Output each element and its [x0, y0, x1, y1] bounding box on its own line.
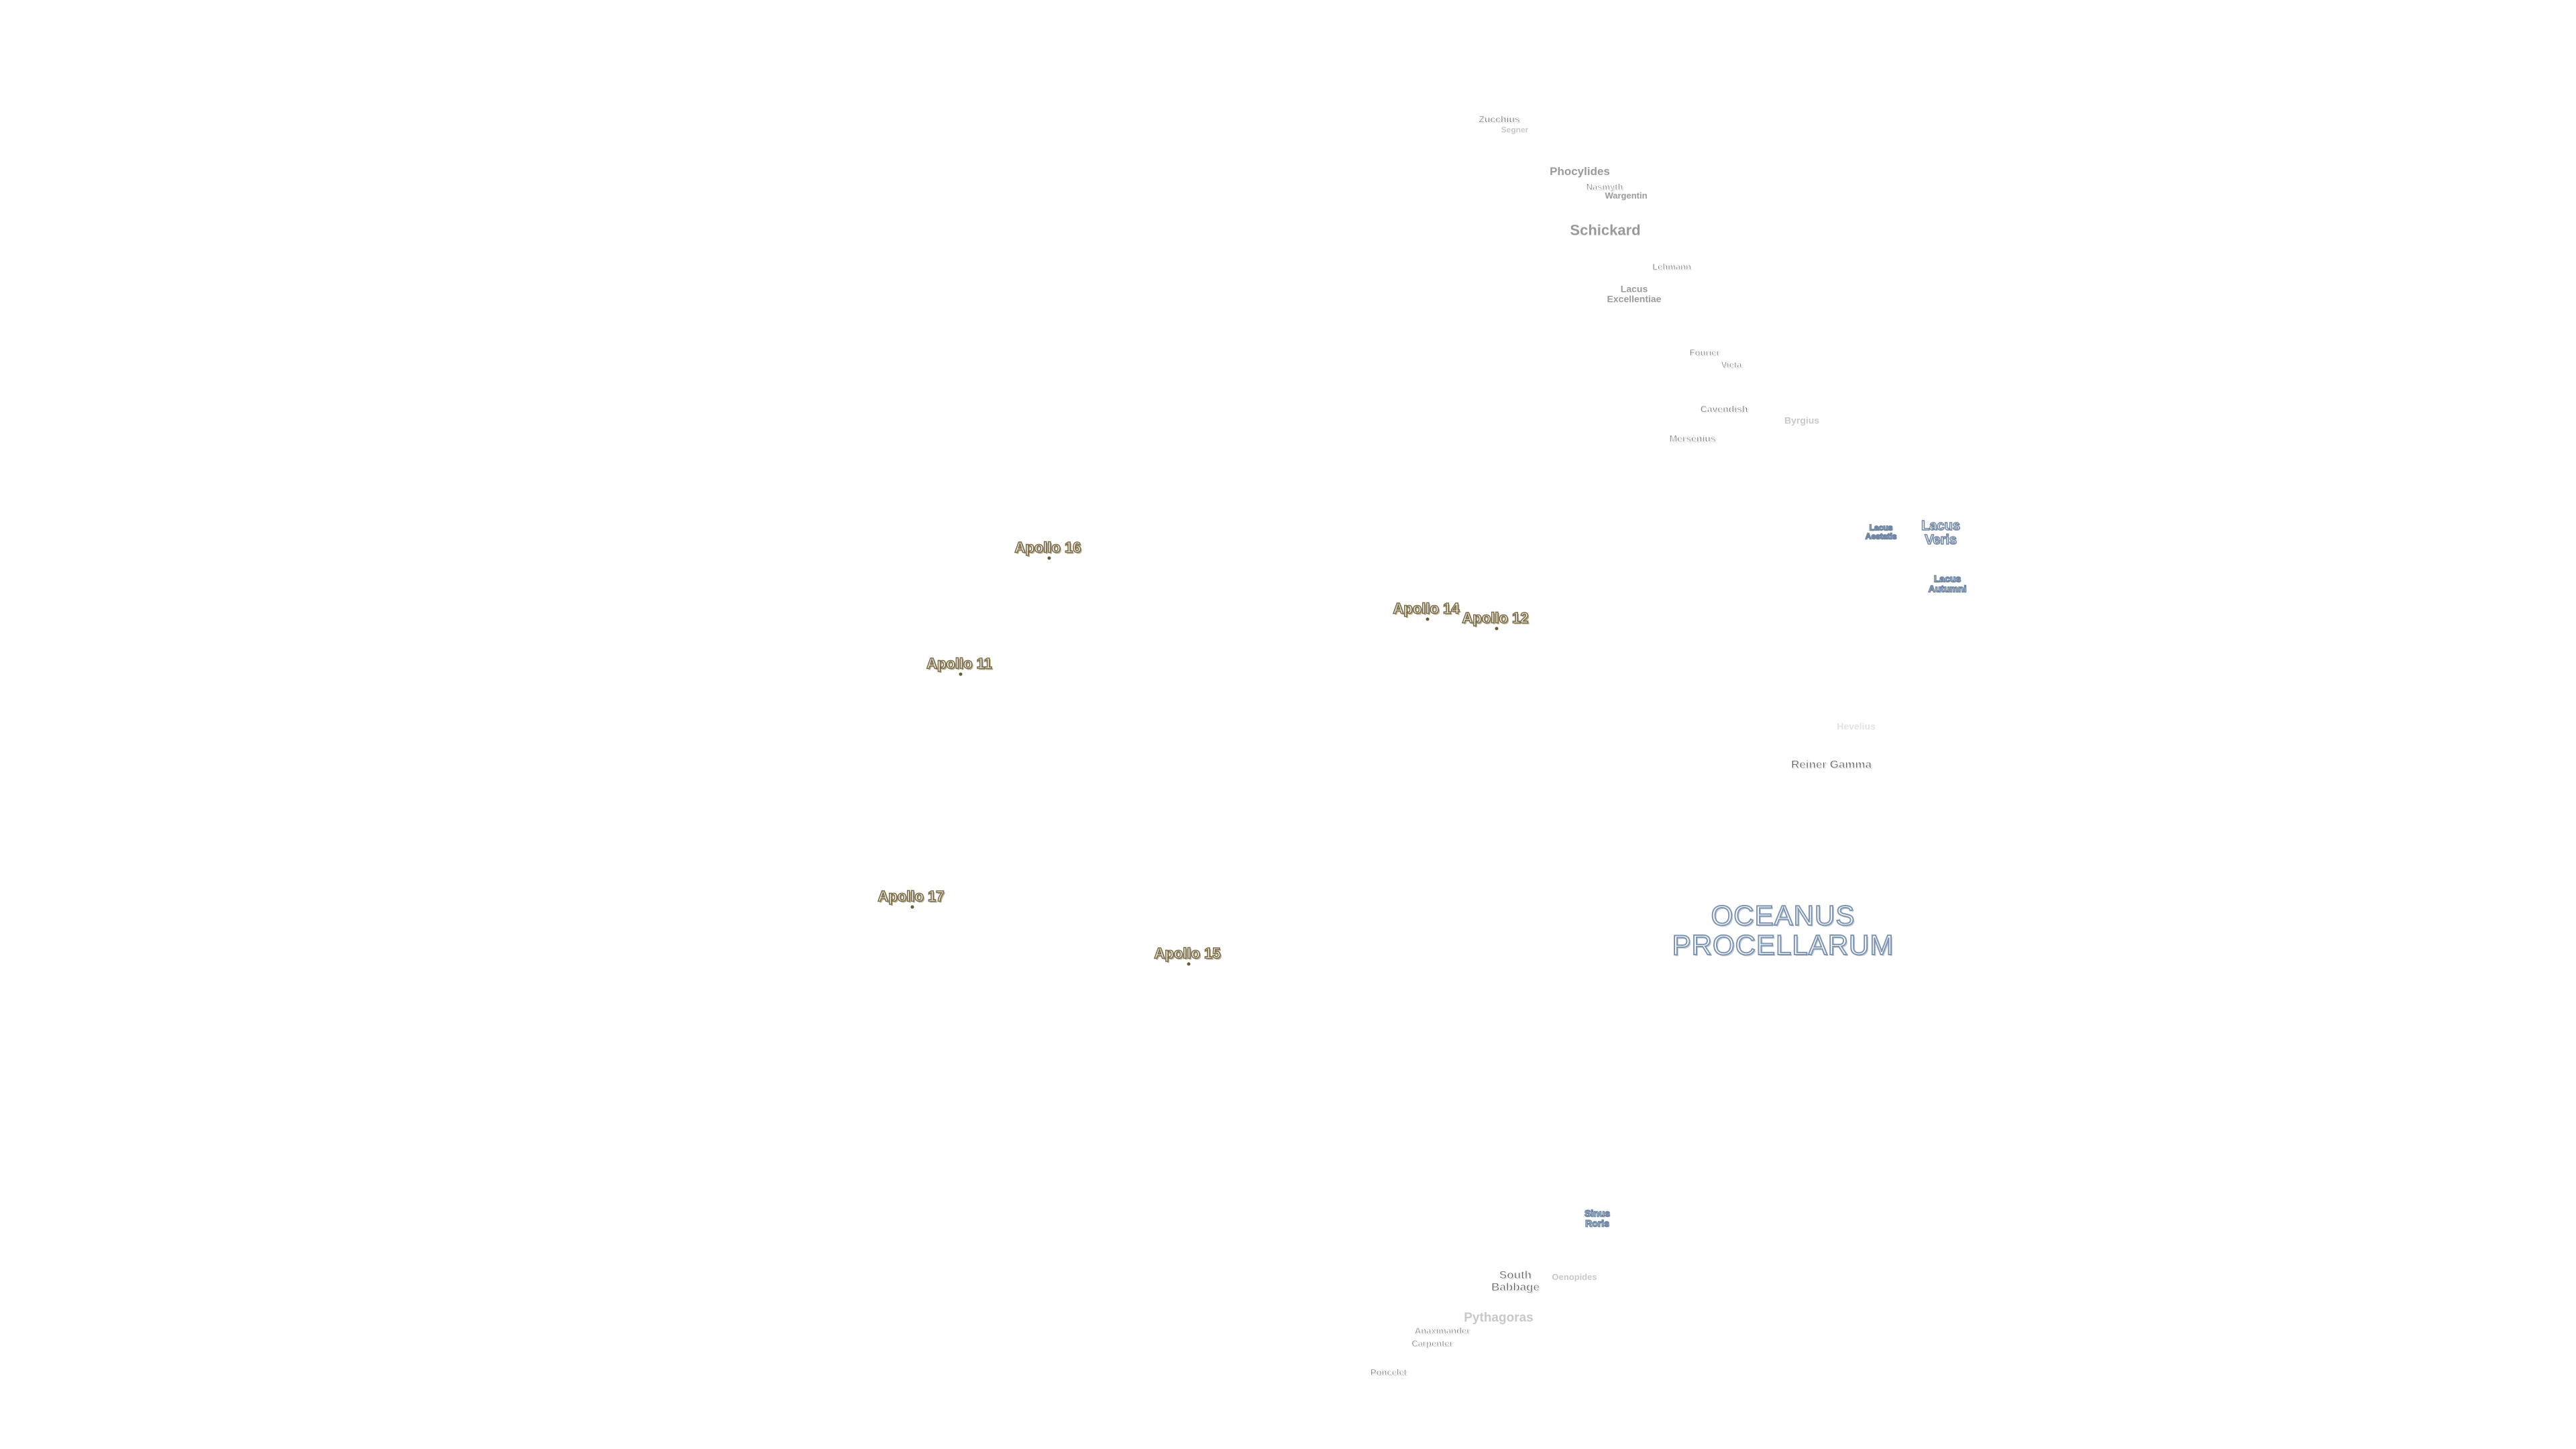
label-south-babbage-line: South	[1499, 1269, 1532, 1282]
label-vieta-line: Vieta	[1721, 360, 1742, 370]
label-hevelius-line: Hevelius	[1837, 720, 1876, 732]
label-carpenter[interactable]: Carpenter	[1411, 1338, 1453, 1349]
label-pythagoras-line: Pythagoras	[1464, 1311, 1534, 1326]
label-phocylides[interactable]: Phocylides	[1550, 166, 1610, 178]
label-anaximander-line: Anaximander	[1414, 1326, 1470, 1336]
label-lacus-aestatis-line: Aestatis	[1865, 531, 1897, 541]
label-nasmyth-line: Nasmyth	[1586, 182, 1623, 193]
label-cavendish-line: Cavendish	[1700, 403, 1748, 415]
label-reiner-gamma[interactable]: Reiner Gamma	[1791, 758, 1872, 771]
label-lehmann[interactable]: Lehmann	[1652, 262, 1692, 272]
label-lacus-autumni-line: Lacus	[1933, 573, 1962, 584]
label-oceanus-procellarum-line: PROCELLARUM	[1672, 929, 1894, 961]
label-oenopides[interactable]: Oenopides	[1552, 1273, 1597, 1282]
label-oenopides-line: Oenopides	[1552, 1272, 1597, 1283]
landing-site-marker-icon[interactable]	[1426, 617, 1430, 621]
label-fourier-line: Fourier	[1689, 347, 1720, 358]
label-lacus-autumni-line: Autumni	[1928, 583, 1967, 594]
label-lacus-veris-line: Veris	[1924, 533, 1957, 548]
label-lacus-excellentiae-line: Lacus	[1620, 283, 1648, 294]
label-wargentin[interactable]: Wargentin	[1605, 191, 1647, 201]
label-mersenius[interactable]: Mersenius	[1669, 433, 1716, 444]
label-zucchius-line: Zucchius	[1479, 113, 1520, 125]
label-hevelius[interactable]: Hevelius	[1837, 720, 1876, 732]
label-lacus-veris-line: Lacus	[1921, 519, 1960, 534]
label-apollo-12[interactable]: Apollo 12	[1462, 609, 1529, 627]
label-mersenius-line: Mersenius	[1669, 433, 1716, 444]
label-schickard-line: Schickard	[1570, 221, 1641, 239]
label-nasmyth[interactable]: Nasmyth	[1586, 182, 1623, 193]
label-byrgius-line: Byrgius	[1784, 415, 1820, 426]
label-sinus-roris-line: Sinus	[1584, 1208, 1611, 1219]
label-poncelet-line: Poncelet	[1370, 1367, 1407, 1378]
landing-site-marker-icon[interactable]	[910, 905, 914, 909]
label-vieta[interactable]: Vieta	[1721, 360, 1742, 370]
label-fourier[interactable]: Fourier	[1689, 347, 1720, 358]
label-lacus-aestatis-line: Lacus	[1869, 523, 1893, 533]
label-anaximander[interactable]: Anaximander	[1414, 1326, 1470, 1336]
label-segner-line: Segner	[1501, 125, 1529, 135]
label-apollo-15[interactable]: Apollo 15	[1154, 945, 1222, 962]
label-apollo-14[interactable]: Apollo 14	[1393, 600, 1460, 617]
label-apollo-16[interactable]: Apollo 16	[1014, 539, 1082, 556]
label-pythagoras[interactable]: Pythagoras	[1464, 1311, 1533, 1325]
label-sinus-roris-line: Roris	[1585, 1218, 1609, 1228]
landing-site-marker-icon[interactable]	[1187, 962, 1191, 966]
landing-site-marker-icon[interactable]	[959, 672, 963, 676]
label-lacus-excellentiae-line: Excellentiae	[1607, 293, 1662, 304]
label-apollo-11[interactable]: Apollo 11	[926, 655, 992, 672]
landing-site-marker-icon[interactable]	[1495, 627, 1499, 631]
label-schickard[interactable]: Schickard	[1570, 222, 1640, 237]
label-carpenter-line: Carpenter	[1411, 1338, 1453, 1349]
label-phocylides-line: Phocylides	[1550, 165, 1610, 178]
label-south-babbage-line: Babbage	[1491, 1281, 1540, 1293]
label-oceanus-procellarum-line: OCEANUS	[1711, 899, 1856, 931]
label-zucchius[interactable]: Zucchius	[1479, 113, 1520, 125]
label-segner[interactable]: Segner	[1501, 126, 1529, 135]
label-lehmann-line: Lehmann	[1652, 262, 1692, 272]
label-poncelet[interactable]: Poncelet	[1370, 1367, 1407, 1378]
label-apollo-17[interactable]: Apollo 17	[877, 888, 945, 905]
label-wargentin-line: Wargentin	[1605, 191, 1648, 201]
landing-site-marker-icon[interactable]	[1047, 556, 1051, 560]
label-cavendish[interactable]: Cavendish	[1700, 403, 1748, 415]
label-reiner-gamma-line: Reiner Gamma	[1791, 758, 1872, 771]
label-byrgius[interactable]: Byrgius	[1784, 415, 1820, 426]
